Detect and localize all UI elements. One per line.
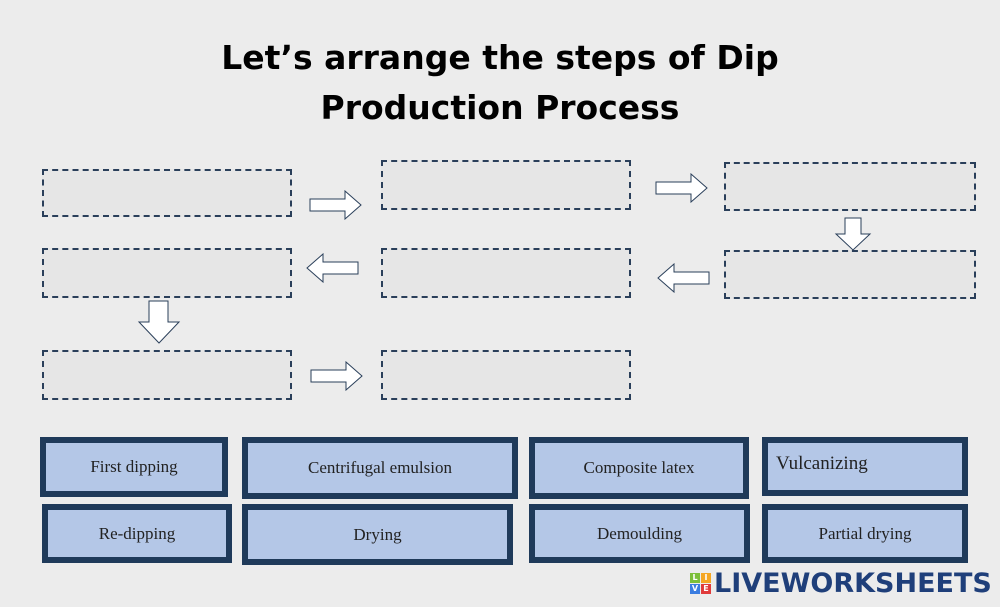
tile-drying[interactable]: Drying [242,504,513,565]
arrow-down-icon [834,217,872,251]
title-line-2: Production Process [320,88,680,127]
drop-box-3[interactable] [724,162,976,211]
title-line-1: Let’s arrange the steps of Dip [221,38,779,77]
drop-box-2[interactable] [381,160,631,210]
tile-re-dipping[interactable]: Re-dipping [42,504,232,563]
tile-centrifugal-emulsion[interactable]: Centrifugal emulsion [242,437,518,499]
tile-composite-latex[interactable]: Composite latex [529,437,749,499]
arrow-right-icon [310,361,363,391]
drop-box-5[interactable] [381,248,631,298]
arrow-left-icon [657,263,710,293]
arrow-down-icon [137,300,181,344]
drop-box-8[interactable] [381,350,631,400]
drop-box-6[interactable] [42,248,292,298]
logo-letter: E [701,584,711,594]
drop-box-4[interactable] [724,250,976,299]
tile-partial-drying[interactable]: Partial drying [762,504,968,563]
tile-vulcanizing[interactable]: Vulcanizing [762,437,968,496]
logo-text: LIVEWORKSHEETS [714,568,992,599]
tile-first-dipping[interactable]: First dipping [40,437,228,497]
tile-demoulding[interactable]: Demoulding [529,504,750,563]
drop-box-7[interactable] [42,350,292,400]
logo-letter: V [690,584,700,594]
liveworksheets-logo: L I V E LIVEWORKSHEETS [690,568,992,599]
arrow-left-icon [306,253,359,283]
logo-letter: I [701,573,711,583]
arrow-right-icon [655,173,708,203]
drop-box-1[interactable] [42,169,292,217]
logo-icon: L I V E [690,573,711,594]
arrow-right-icon [309,190,362,220]
logo-letter: L [690,573,700,583]
